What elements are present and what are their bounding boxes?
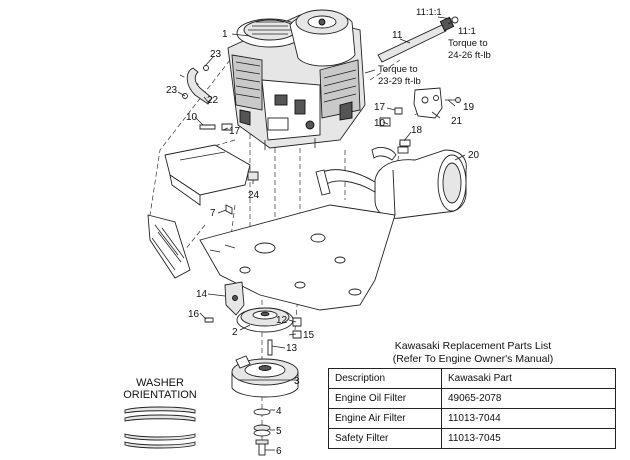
callout-22: 22	[207, 95, 219, 106]
ratio: 11:1	[458, 26, 476, 37]
callout-10b: 10	[374, 118, 386, 129]
engine-assembly	[227, 9, 366, 150]
callout-21: 21	[451, 116, 463, 127]
callout-1: 1	[222, 29, 228, 40]
callout-4: 4	[276, 406, 282, 417]
callout-20: 20	[468, 150, 480, 161]
callout-24: 24	[248, 190, 260, 201]
table-row: Engine Oil Filter 49065-2078	[328, 388, 616, 409]
callout-17b: 17	[374, 102, 386, 113]
table-row: Safety Filter 11013-7045	[328, 428, 616, 449]
callout-16: 16	[188, 309, 200, 320]
engine-shroud	[147, 144, 251, 279]
callout-13: 13	[286, 343, 298, 354]
callout-7: 7	[210, 208, 216, 219]
electric-clutch	[231, 355, 299, 398]
header-kawasaki-part: Kawasaki Part	[441, 368, 616, 389]
table-row: Engine Air Filter 11013-7044	[328, 408, 616, 429]
breather-hose	[182, 65, 213, 105]
callout-23a: 23	[210, 49, 222, 60]
clutch-hardware	[253, 408, 271, 456]
callout-6: 6	[276, 446, 282, 457]
torque-b-line2: 23-29 ft-lb	[378, 76, 421, 87]
callout-14: 14	[196, 289, 208, 300]
ratio-top: 11:1:1	[416, 7, 442, 18]
callout-3: 3	[294, 376, 300, 387]
row-description: Engine Air Filter	[328, 408, 442, 429]
washer-title-line2: ORIENTATION	[123, 389, 197, 401]
parts-list-subtitle: (Refer To Engine Owner's Manual)	[392, 353, 554, 365]
callout-labels: 1 2 3 4 5 6 7 10 10 11 12 13 14 15 16 17…	[166, 29, 480, 457]
row-part-number: 11013-7045	[441, 428, 616, 449]
callout-18: 18	[411, 125, 423, 136]
row-part-number: 11013-7044	[441, 408, 616, 429]
row-description: Engine Oil Filter	[328, 388, 442, 409]
drain-hose	[377, 16, 459, 63]
row-description: Safety Filter	[328, 428, 442, 449]
table-header-row: Description Kawasaki Part	[328, 368, 616, 389]
parts-table: Description Kawasaki Part Engine Oil Fil…	[328, 368, 616, 449]
torque-b-line1: Torque to	[378, 64, 418, 75]
washer-orientation-illustration: WASHER ORIENTATION	[123, 377, 197, 449]
exhaust-bracket	[413, 87, 461, 119]
callout-23b: 23	[166, 85, 178, 96]
callout-12: 12	[276, 315, 288, 326]
deck-plate	[199, 204, 396, 311]
callout-11: 11	[392, 30, 403, 41]
fasteners	[199, 107, 411, 356]
idler-bracket	[224, 281, 245, 316]
washer-title-line1: WASHER	[136, 377, 184, 389]
leader-lines	[177, 16, 466, 451]
torque-notes: 11:1:1 11:1 Torque to 24-26 ft-lb Torque…	[378, 7, 491, 87]
parts-list: Kawasaki Replacement Parts List (Refer T…	[328, 340, 618, 449]
torque-a-line1: Torque to	[448, 38, 488, 49]
callout-10a: 10	[186, 112, 198, 123]
callout-19: 19	[463, 102, 475, 113]
torque-a-line2: 24-26 ft-lb	[448, 50, 491, 61]
engine-pulley	[236, 307, 294, 333]
parts-list-title: Kawasaki Replacement Parts List	[394, 340, 552, 352]
callout-15: 15	[303, 330, 315, 341]
callout-2: 2	[232, 327, 238, 338]
callout-5: 5	[276, 426, 282, 437]
callout-17a: 17	[229, 126, 241, 137]
row-part-number: 49065-2078	[441, 388, 616, 409]
header-description: Description	[328, 368, 442, 389]
